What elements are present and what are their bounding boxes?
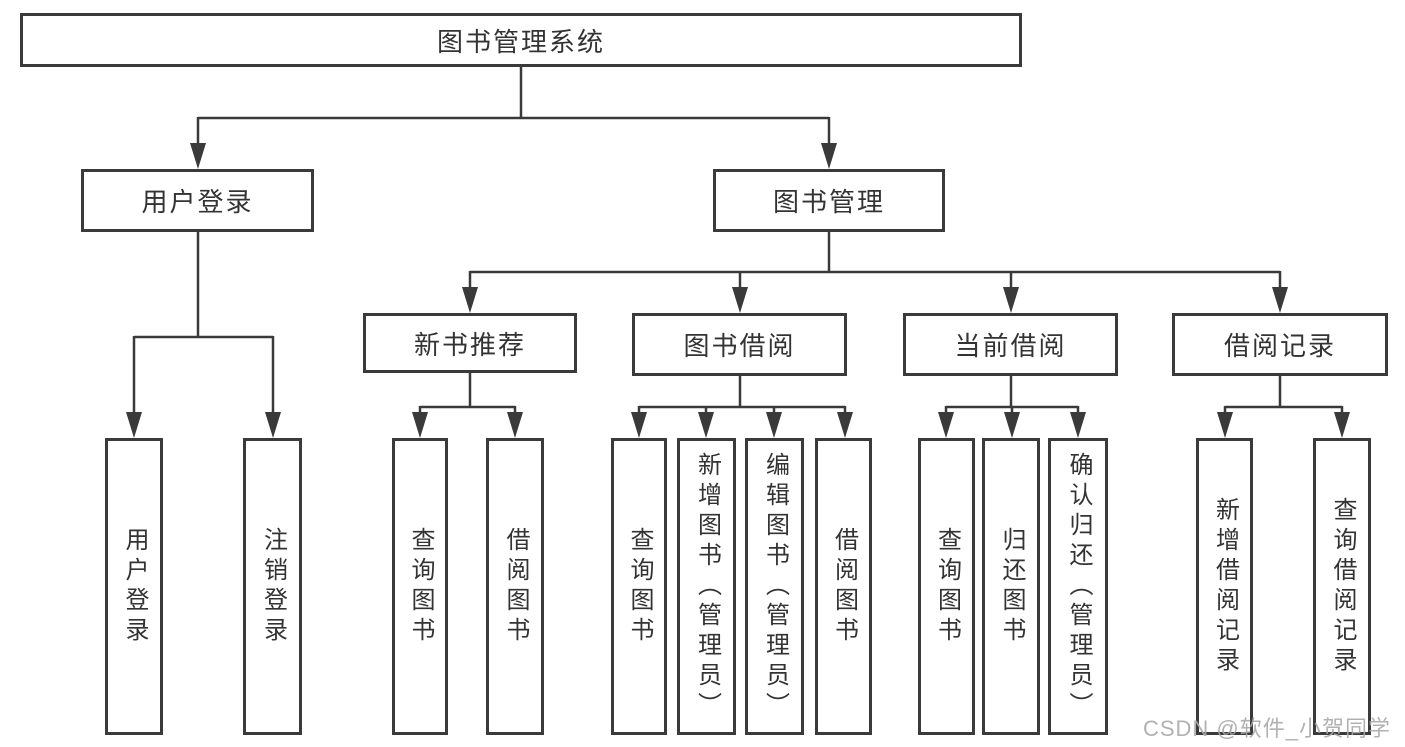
leaf-label: 归还图书 [998, 526, 1025, 647]
leaf-add-book-admin: 新增图书（管理员） [677, 438, 736, 735]
leaf-add-borrow-record: 新增借阅记录 [1196, 438, 1253, 735]
leaf-query-books-current: 查询图书 [918, 438, 975, 735]
leaf-label: 用户登录 [121, 526, 148, 647]
leaf-label: 查询图书 [407, 526, 434, 647]
node-current-borrow: 当前借阅 [903, 313, 1118, 376]
leaf-label: 借阅图书 [830, 526, 858, 647]
leaf-edit-book-admin: 编辑图书（管理员） [745, 438, 804, 735]
node-book-borrow: 图书借阅 [632, 313, 847, 376]
leaf-return-books: 归还图书 [982, 438, 1040, 735]
node-new-book-recommend: 新书推荐 [363, 313, 577, 373]
leaf-query-books-borrow: 查询图书 [611, 438, 667, 735]
leaf-borrow-books-recommend: 借阅图书 [486, 438, 544, 735]
node-root: 图书管理系统 [20, 13, 1022, 67]
leaf-logout: 注销登录 [243, 438, 302, 735]
leaf-query-books-recommend: 查询图书 [392, 438, 448, 735]
leaf-user-login: 用户登录 [105, 438, 163, 735]
leaf-label: 新增借阅记录 [1211, 496, 1239, 677]
leaf-label: 确认归还（管理员） [1065, 451, 1092, 722]
leaf-borrow-books-borrow: 借阅图书 [815, 438, 872, 735]
leaf-confirm-return-admin: 确认归还（管理员） [1048, 438, 1108, 735]
leaf-label: 注销登录 [259, 526, 287, 647]
node-user-login: 用户登录 [81, 169, 314, 232]
leaf-label: 查询借阅记录 [1329, 496, 1356, 677]
node-book-management: 图书管理 [713, 169, 945, 232]
leaf-label: 查询图书 [626, 526, 653, 647]
arrowheads [126, 143, 1350, 438]
leaf-label: 借阅图书 [502, 526, 529, 647]
leaf-label: 新增图书（管理员） [693, 451, 721, 722]
leaf-label: 查询图书 [933, 526, 961, 647]
leaf-query-borrow-record: 查询借阅记录 [1313, 438, 1371, 735]
node-borrow-records: 借阅记录 [1172, 313, 1388, 376]
leaf-label: 编辑图书（管理员） [761, 451, 789, 722]
